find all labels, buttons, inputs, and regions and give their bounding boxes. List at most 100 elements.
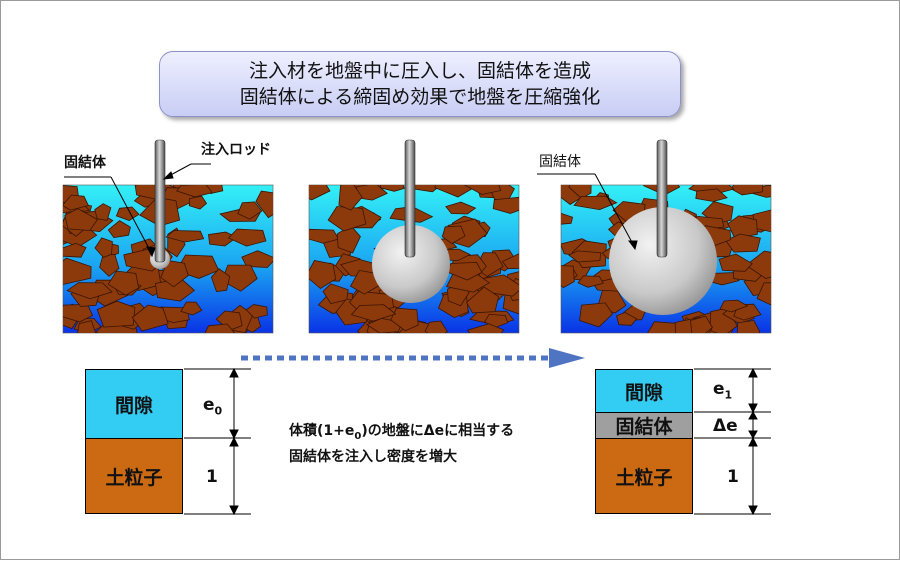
soil-particle — [752, 209, 771, 233]
caption-line-2: 固結体による締固め効果で地盤を圧縮強化 — [239, 86, 601, 108]
soil-particle — [577, 275, 604, 288]
soil-particle — [467, 323, 505, 333]
soil-particles — [63, 185, 273, 333]
label-grout-body-left: 固結体 — [64, 155, 106, 171]
soil-particle — [309, 228, 339, 244]
soil-particle — [568, 250, 602, 263]
soil-particle — [63, 194, 89, 211]
soil-particle — [446, 261, 483, 281]
soil-particle — [63, 242, 87, 258]
soil-particle — [616, 311, 638, 326]
soil-particle — [94, 237, 113, 258]
soil-particle — [99, 253, 120, 277]
label-grout-body-right: 固結体 — [539, 154, 581, 170]
soil-particle — [690, 315, 713, 333]
soil-particle — [204, 323, 235, 333]
soil-particle — [463, 185, 502, 195]
soil-particle — [180, 301, 203, 316]
soil-particle — [215, 310, 243, 331]
injection-rod — [154, 139, 166, 263]
left-soil-value: 1 — [206, 467, 218, 487]
soil-particle — [647, 321, 680, 333]
soil-particle — [77, 320, 97, 333]
leader-grout-right — [537, 173, 638, 251]
soil-particle — [730, 185, 764, 196]
left-void-box: 間隙 — [85, 369, 183, 439]
soil-particle — [63, 257, 92, 285]
soil-particle — [756, 282, 771, 306]
soil-particle — [561, 265, 575, 289]
soil-particle — [107, 220, 131, 239]
soil-particle — [63, 303, 94, 323]
injection-rod — [404, 139, 416, 258]
left-void-value: e0 — [203, 395, 223, 418]
soil-particles — [309, 185, 519, 333]
right-grout-box: 固結体 — [595, 412, 693, 439]
progress-arrow — [241, 348, 585, 368]
soil-particle — [350, 304, 397, 322]
right-void-subscript: 1 — [724, 388, 733, 402]
right-void-label: 間隙 — [624, 381, 663, 404]
left-dimensions — [184, 367, 251, 516]
soil-particle — [725, 233, 761, 253]
soil-particle — [413, 185, 442, 193]
soil-particle — [245, 304, 268, 319]
soil-particle — [338, 185, 363, 211]
right-soil-box: 土粒子 — [595, 438, 693, 514]
soil-particle — [66, 282, 113, 300]
soil-particle — [561, 213, 574, 225]
soil-particle — [373, 185, 405, 192]
right-grout-label: 固結体 — [615, 416, 673, 438]
caption-box: 注入材を地盤中に圧入し、固結体を造成 固結体による締固め効果で地盤を圧縮強化 — [159, 51, 681, 117]
soil-particle — [115, 206, 140, 221]
soil-particle — [131, 304, 169, 332]
soil-particle — [165, 230, 205, 243]
soil-particle — [160, 260, 189, 288]
label-injection-rod: 注入ロッド — [201, 142, 271, 158]
soil-particle — [210, 268, 231, 293]
soil-particle — [241, 250, 273, 268]
soil-particle — [309, 185, 331, 201]
soil-particle — [424, 320, 448, 333]
soil-particle — [94, 203, 112, 221]
injection-rod — [656, 139, 668, 258]
description: 体積(1+e0)の地盤にΔeに相当する 固結体を注入し密度を増大 — [289, 421, 514, 467]
soil-particle — [745, 250, 771, 279]
left-void-subscript: 0 — [214, 404, 223, 418]
soil-panel-2 — [308, 139, 520, 334]
soil-panel-1 — [62, 139, 274, 334]
soil-particle — [322, 283, 349, 305]
soil-particle — [176, 185, 213, 198]
grout-bulb-large — [609, 207, 717, 315]
soil-particle — [501, 253, 519, 270]
soil-particle — [736, 319, 761, 333]
right-soil-label: 土粒子 — [615, 466, 673, 489]
soil-particle — [446, 272, 491, 293]
leader-grout-left — [64, 176, 156, 258]
right-void-value: e1 — [713, 379, 733, 402]
soil-particle — [96, 300, 136, 328]
soil-particle — [719, 299, 749, 313]
soil-particle — [492, 196, 519, 214]
soil-particle — [237, 201, 263, 220]
soil-particle — [309, 260, 337, 289]
soil-particle — [445, 201, 477, 215]
left-soil-box: 土粒子 — [85, 438, 183, 514]
soil-particle — [695, 188, 728, 202]
soil-particle — [465, 286, 500, 314]
soil-particle — [64, 208, 99, 231]
soil-panel-3 — [560, 139, 772, 334]
soil-particle — [579, 302, 614, 328]
leader-injection-rod — [162, 163, 211, 180]
right-dimensions — [694, 367, 771, 516]
grout-bulb-medium — [372, 225, 450, 303]
soil-particle — [434, 185, 475, 198]
left-void-label: 間隙 — [114, 394, 153, 417]
right-grout-value: Δe — [713, 416, 738, 436]
soil-particle — [227, 228, 267, 247]
left-soil-label: 土粒子 — [105, 466, 163, 489]
soil-particle — [327, 206, 367, 232]
soil-particle — [107, 270, 140, 296]
soil-particle — [188, 195, 208, 210]
